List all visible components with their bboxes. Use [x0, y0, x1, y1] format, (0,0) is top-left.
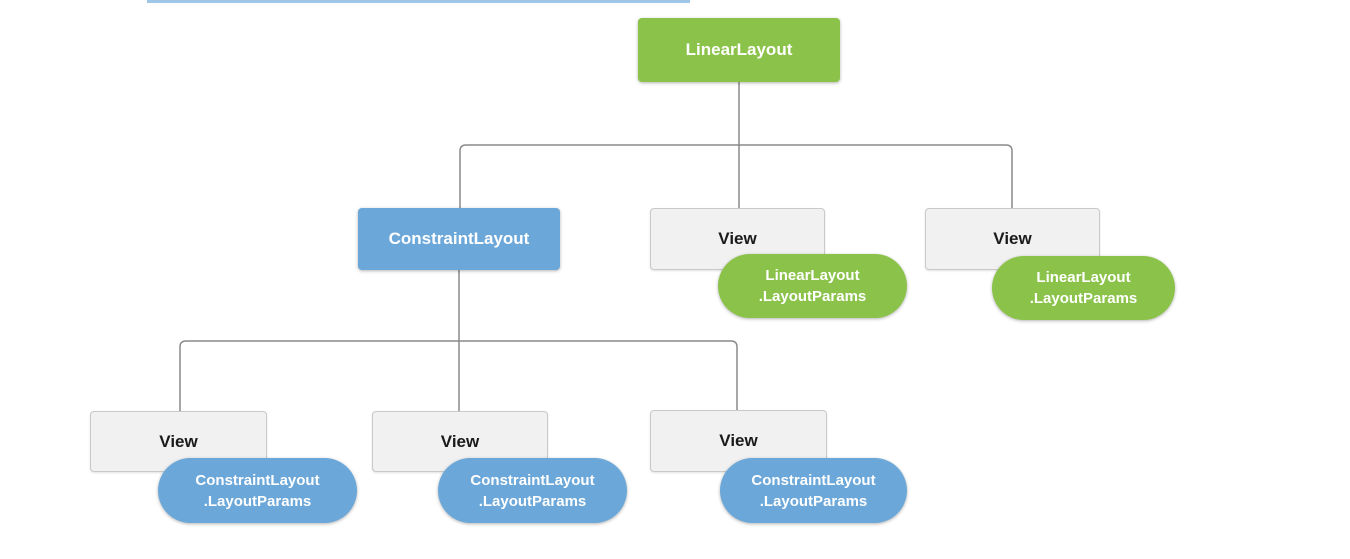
badge-constraintlayout-layoutparams-1: ConstraintLayout .LayoutParams — [158, 458, 357, 523]
badge-line-1: LinearLayout — [765, 267, 860, 284]
connector-level2-branch — [179, 340, 738, 411]
badge-line-2: .LayoutParams — [478, 492, 587, 510]
node-label: View — [440, 431, 480, 451]
node-label: ConstraintLayout — [388, 229, 530, 248]
badge-linearlayout-layoutparams-1: LinearLayout .LayoutParams — [718, 254, 907, 318]
badge-line-1: LinearLayout — [1036, 269, 1131, 286]
badge-line-1: ConstraintLayout — [470, 471, 595, 489]
node-label: LinearLayout — [685, 40, 793, 59]
badge-constraintlayout-layoutparams-2: ConstraintLayout .LayoutParams — [438, 458, 627, 523]
top-partial-rule — [147, 0, 690, 3]
badge-line-1: ConstraintLayout — [195, 471, 320, 489]
node-label: View — [719, 431, 758, 450]
badge-line-1: ConstraintLayout — [751, 471, 876, 489]
badge-line-2: .LayoutParams — [1029, 290, 1138, 307]
badge-line-2: .LayoutParams — [759, 492, 868, 510]
connector-level1-branch — [459, 144, 1013, 208]
node-label: View — [159, 431, 198, 451]
node-constraintlayout: ConstraintLayout — [358, 208, 560, 270]
node-label: View — [993, 229, 1032, 248]
badge-line-2: .LayoutParams — [203, 492, 312, 510]
node-label: View — [718, 229, 757, 248]
node-linearlayout-root: LinearLayout — [638, 18, 840, 82]
badge-line-2: .LayoutParams — [758, 288, 867, 305]
badge-linearlayout-layoutparams-2: LinearLayout .LayoutParams — [992, 256, 1175, 320]
badge-constraintlayout-layoutparams-3: ConstraintLayout .LayoutParams — [720, 458, 907, 523]
